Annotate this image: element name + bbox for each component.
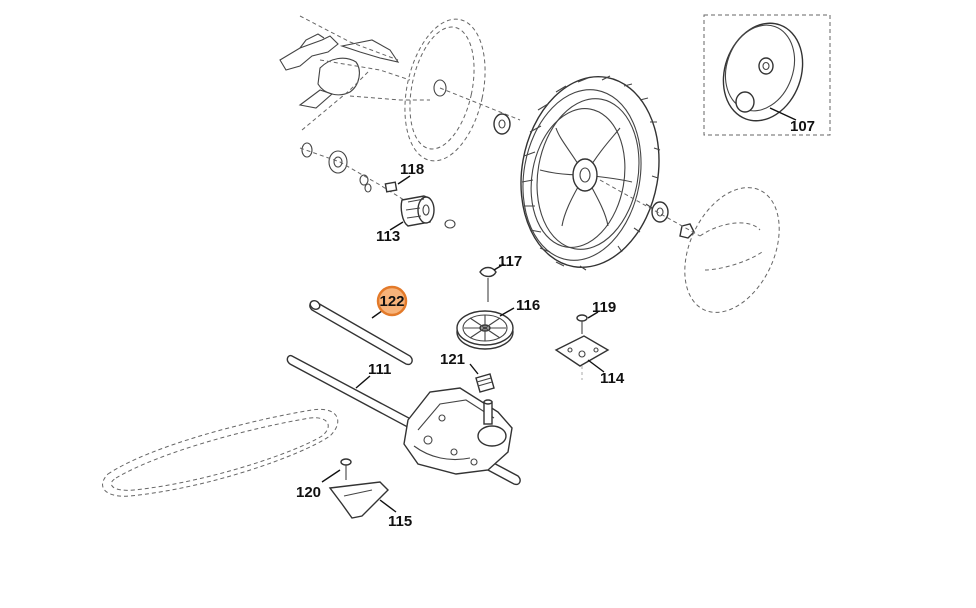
part-107-hubcap: 107 <box>703 14 831 136</box>
label-121[interactable]: 121 <box>440 351 465 368</box>
part-117-circlip: 117 <box>479 253 522 302</box>
washer-bearing-set <box>299 142 421 211</box>
part-120-screw: 120 <box>296 458 352 501</box>
rear-wheel <box>520 75 661 271</box>
height-adjuster-bracket <box>279 15 430 131</box>
label-118[interactable]: 118 <box>400 161 424 178</box>
part-116-pulley: 116 <box>456 297 540 350</box>
part-118-key: 118 <box>384 161 424 193</box>
label-111[interactable]: 111 <box>368 361 391 378</box>
hubcap-ghost <box>684 187 780 313</box>
part-115-guide-plate: 115 <box>328 481 412 530</box>
label-113[interactable]: 113 <box>376 228 400 245</box>
wheel-nut-set <box>599 179 701 239</box>
gearbox-housing <box>403 387 513 475</box>
label-107[interactable]: 107 <box>790 118 815 135</box>
part-119-screw: 119 <box>576 299 616 334</box>
label-116[interactable]: 116 <box>516 297 540 314</box>
label-120[interactable]: 120 <box>296 484 321 501</box>
drive-belt <box>102 408 339 497</box>
wheel-bearing <box>493 113 511 135</box>
part-114-plate: 114 <box>554 335 625 387</box>
label-115[interactable]: 115 <box>388 513 412 530</box>
part-121-spring: 121 <box>440 351 495 393</box>
highlight-circle-122 <box>376 285 408 317</box>
label-119[interactable]: 119 <box>592 299 616 316</box>
part-122-tube: 122 <box>309 285 413 366</box>
part-113-pinion: 113 <box>376 195 456 245</box>
label-122[interactable]: 122 <box>379 293 404 310</box>
label-114[interactable]: 114 <box>600 370 625 387</box>
drive-gear-ghost <box>404 18 521 162</box>
label-117[interactable]: 117 <box>498 253 522 270</box>
